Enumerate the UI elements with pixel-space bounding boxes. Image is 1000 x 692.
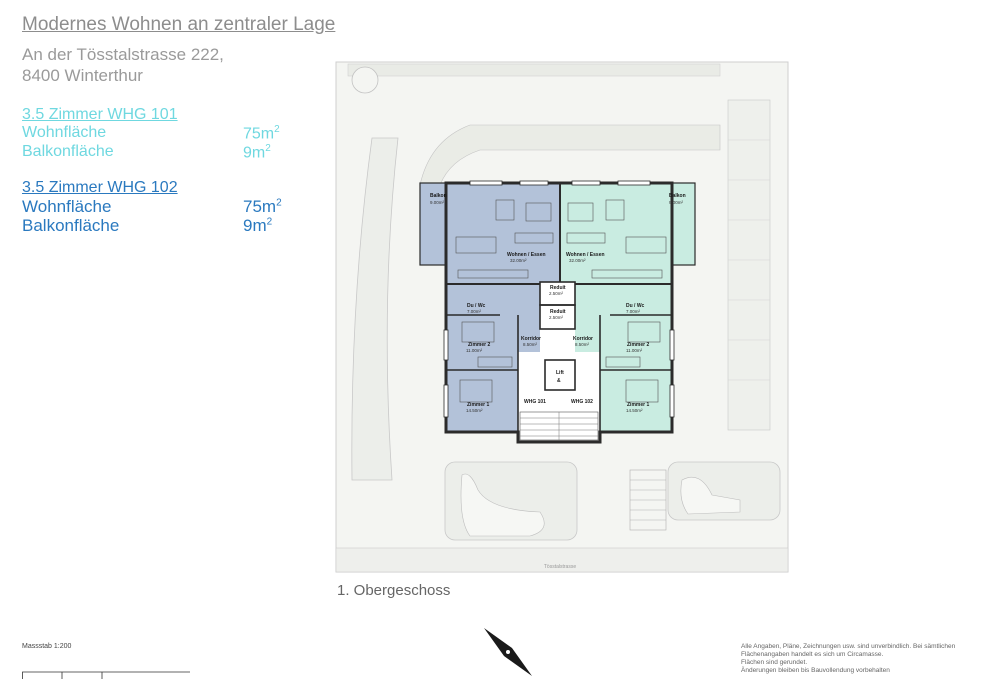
room-label: Korridor <box>573 336 593 342</box>
room-area: 14.50m² <box>626 408 643 413</box>
balcony-area-row: Balkonfläche 9m2 <box>22 216 292 235</box>
room-label: Wohnen / Essen <box>507 252 546 258</box>
room-area: 7.00m² <box>467 309 482 314</box>
living-area-label: Wohnfläche <box>22 124 107 141</box>
address-street: An der Tösstalstrasse 222, <box>22 45 224 64</box>
balcony-area-label: Balkonfläche <box>22 216 120 235</box>
whg-label: WHG 102 <box>571 399 593 405</box>
room-area: 14.50m² <box>466 408 483 413</box>
room-area: 11.00m² <box>626 348 643 353</box>
apartment-info-101: 3.5 Zimmer WHG 101 Wohnfläche 75m2 Balko… <box>22 106 292 162</box>
room-label: Zimmer 2 <box>468 342 490 348</box>
room-area: 9.00m² <box>669 200 684 205</box>
living-area-value: 75m2 <box>243 124 280 143</box>
disclaimer-line: Flächenangaben handelt es sich um Circam… <box>741 651 884 658</box>
apartment-title: 3.5 Zimmer WHG 101 <box>22 106 178 123</box>
room-area: 2.50m² <box>549 291 564 296</box>
disclaimer-notes: Alle Angaben, Pläne, Zeichnungen usw. si… <box>741 643 991 675</box>
disclaimer-line: Flächen sind gerundet. <box>741 659 808 666</box>
room-label: Korridor <box>521 336 541 342</box>
room-area: 8.50m² <box>575 342 590 347</box>
street-label: Tösstalstrasse <box>544 564 576 570</box>
living-area-label: Wohnfläche <box>22 197 112 216</box>
room-label: Du / Wc <box>626 303 645 309</box>
living-area-value: 75m2 <box>243 197 282 216</box>
room-area: 9.00m² <box>430 200 445 205</box>
page-title: Modernes Wohnen an zentraler Lage <box>22 14 336 35</box>
room-area: 11.00m² <box>466 348 483 353</box>
floor-plan: Tösstalstrasse <box>335 61 789 573</box>
room-label: Zimmer 1 <box>627 402 649 408</box>
north-arrow-icon <box>484 628 532 676</box>
lift-label: & <box>557 378 561 384</box>
lift-label: Lift <box>556 370 564 376</box>
room-label: Zimmer 1 <box>467 402 489 408</box>
balcony-area-value: 9m2 <box>243 143 271 162</box>
room-area: 32.00m² <box>569 258 586 263</box>
balcony-area-row: Balkonfläche 9m2 <box>22 143 292 162</box>
address: An der Tösstalstrasse 222, 8400 Winterth… <box>22 44 224 86</box>
living-area-row: Wohnfläche 75m2 <box>22 124 292 143</box>
room-label: Wohnen / Essen <box>566 252 605 258</box>
room-label: Balkon <box>669 193 686 199</box>
living-area-row: Wohnfläche 75m2 <box>22 197 292 216</box>
room-area: 32.00m² <box>510 258 527 263</box>
disclaimer-line: Alle Angaben, Pläne, Zeichnungen usw. si… <box>741 643 956 650</box>
room-label: Zimmer 2 <box>627 342 649 348</box>
floor-label: 1. Obergeschoss <box>337 582 451 599</box>
room-label: Du / Wc <box>467 303 486 309</box>
scale-bar <box>22 671 190 679</box>
apartment-title: 3.5 Zimmer WHG 102 <box>22 179 178 196</box>
room-area: 7.00m² <box>626 309 641 314</box>
disclaimer-line: Änderungen bleiben bis Bauvollendung vor… <box>741 667 890 674</box>
balcony-area-label: Balkonfläche <box>22 143 114 160</box>
room-label: Balkon <box>430 193 447 199</box>
whg-label: WHG 101 <box>524 399 546 405</box>
balcony-area-value: 9m2 <box>243 216 273 235</box>
scale-label: Massstab 1:200 <box>22 643 72 650</box>
room-area: 8.50m² <box>523 342 538 347</box>
room-label: Reduit <box>550 285 566 291</box>
room-area: 2.50m² <box>549 315 564 320</box>
apartment-info-102: 3.5 Zimmer WHG 102 Wohnfläche 75m2 Balko… <box>22 179 292 235</box>
address-city: 8400 Winterthur <box>22 66 143 85</box>
room-label: Reduit <box>550 309 566 315</box>
